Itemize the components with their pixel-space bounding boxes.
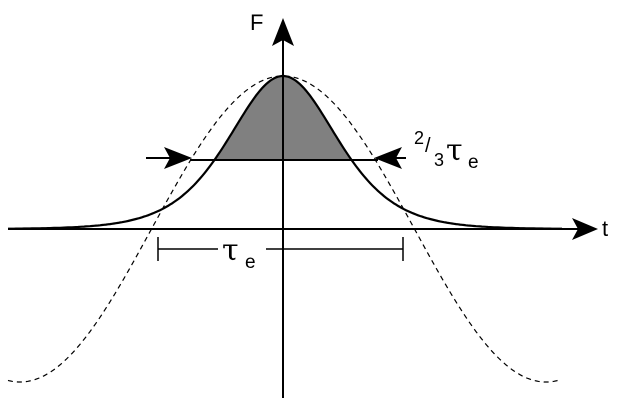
right-level-arrowhead (374, 147, 402, 169)
fraction-denominator: 3 (434, 150, 444, 170)
pulse-curve (8, 74, 562, 230)
fraction-slash: / (425, 135, 431, 157)
width-label-subscript: e (245, 252, 256, 273)
y-axis-label: F (250, 10, 263, 35)
x-axis-arrowhead (572, 218, 598, 240)
left-level-arrowhead (164, 147, 192, 169)
level-label-subscript: e (468, 152, 479, 173)
fraction-numerator: 2 (414, 128, 424, 148)
level-label-tau: τ (446, 133, 463, 168)
width-label-tau: τ (222, 233, 239, 268)
x-axis-label: t (602, 216, 608, 241)
dashed-reference-curve (7, 75, 561, 383)
y-axis-arrowhead (272, 18, 294, 46)
width-label-background (218, 236, 266, 262)
